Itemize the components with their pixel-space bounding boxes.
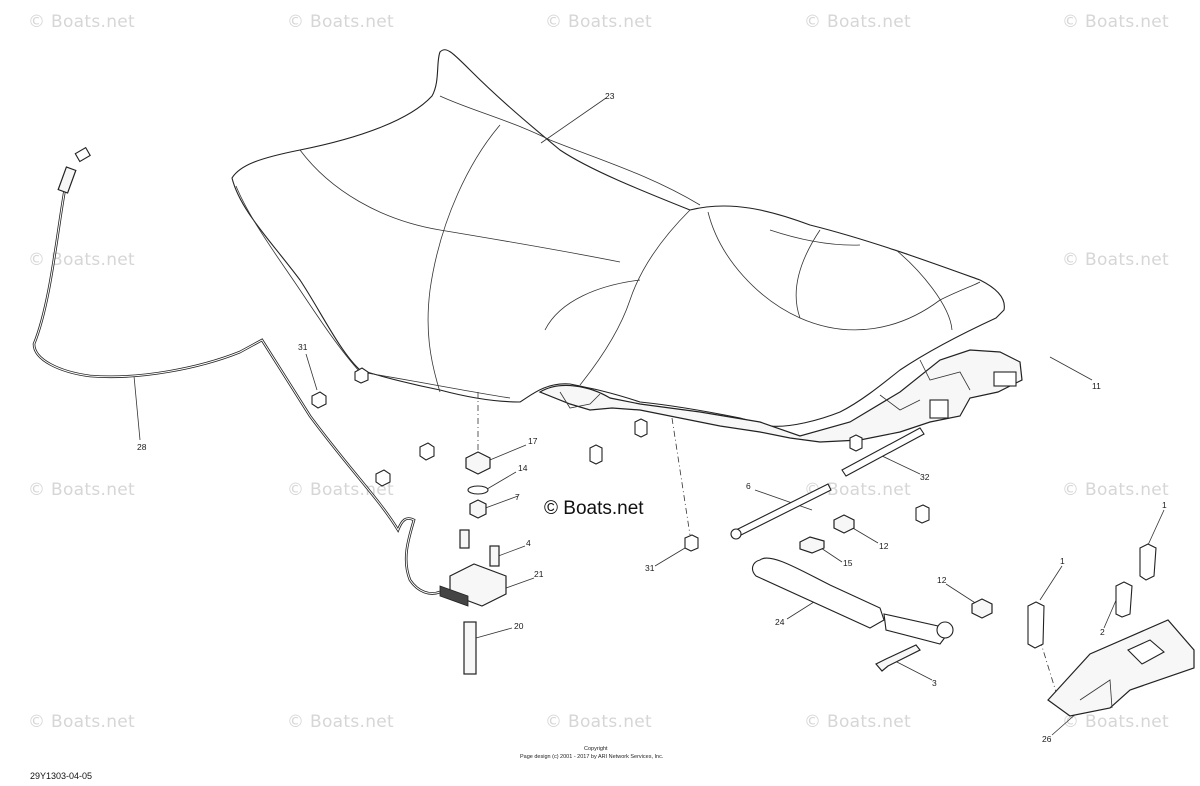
watermark: © Boats.net <box>1062 480 1170 500</box>
copyright-line1: Copyright <box>584 746 608 752</box>
callout-3: 3 <box>932 678 937 688</box>
watermark: © Boats.net <box>1062 250 1170 270</box>
callout-14: 14 <box>518 463 528 473</box>
callout-6: 6 <box>746 481 751 491</box>
callout-31: 31 <box>298 342 308 352</box>
copyright-line2: Page design (c) 2001 - 2017 by ARI Netwo… <box>520 754 664 760</box>
callout-28: 28 <box>137 442 147 452</box>
callout-12: 12 <box>937 575 947 585</box>
callout-4: 4 <box>526 538 531 548</box>
seat-part <box>231 49 1023 443</box>
callout-11: 11 <box>1092 381 1101 391</box>
callout-15: 15 <box>843 558 853 568</box>
watermark: © Boats.net <box>804 12 912 32</box>
watermark: © Boats.net <box>1062 12 1170 32</box>
center-watermark: © Boats.net <box>544 498 644 519</box>
watermark: © Boats.net <box>287 712 395 732</box>
diagram-code: 29Y1303-04-05 <box>30 771 93 781</box>
watermark: © Boats.net <box>28 12 136 32</box>
watermark: © Boats.net <box>28 480 136 500</box>
bracket-assembly <box>1027 543 1195 717</box>
callout-24: 24 <box>775 617 785 627</box>
latch-assembly <box>439 451 507 675</box>
callout-2: 2 <box>1100 627 1105 637</box>
callout-32: 32 <box>920 472 930 482</box>
cable-part <box>32 146 441 595</box>
callout-23: 23 <box>605 91 615 101</box>
strut-hardware <box>730 427 993 672</box>
callout-1: 1 <box>1060 556 1065 566</box>
callout-17: 17 <box>528 436 538 446</box>
watermark: © Boats.net <box>28 712 136 732</box>
callout-7: 7 <box>515 492 520 502</box>
bumper-parts <box>311 367 930 552</box>
watermark: © Boats.net <box>287 480 395 500</box>
watermark: © Boats.net <box>287 12 395 32</box>
callout-31: 31 <box>645 563 655 573</box>
callout-12: 12 <box>879 541 889 551</box>
watermark: © Boats.net <box>545 712 653 732</box>
watermark: © Boats.net <box>804 712 912 732</box>
watermark: © Boats.net <box>1062 712 1170 732</box>
watermark: © Boats.net <box>804 480 912 500</box>
watermark: © Boats.net <box>545 12 653 32</box>
callout-26: 26 <box>1042 734 1052 744</box>
callout-1: 1 <box>1162 500 1167 510</box>
callout-labels: 23 31 28 17 14 7 4 21 20 11 32 6 12 15 3… <box>137 91 1167 744</box>
callout-20: 20 <box>514 621 524 631</box>
callout-21: 21 <box>534 569 544 579</box>
